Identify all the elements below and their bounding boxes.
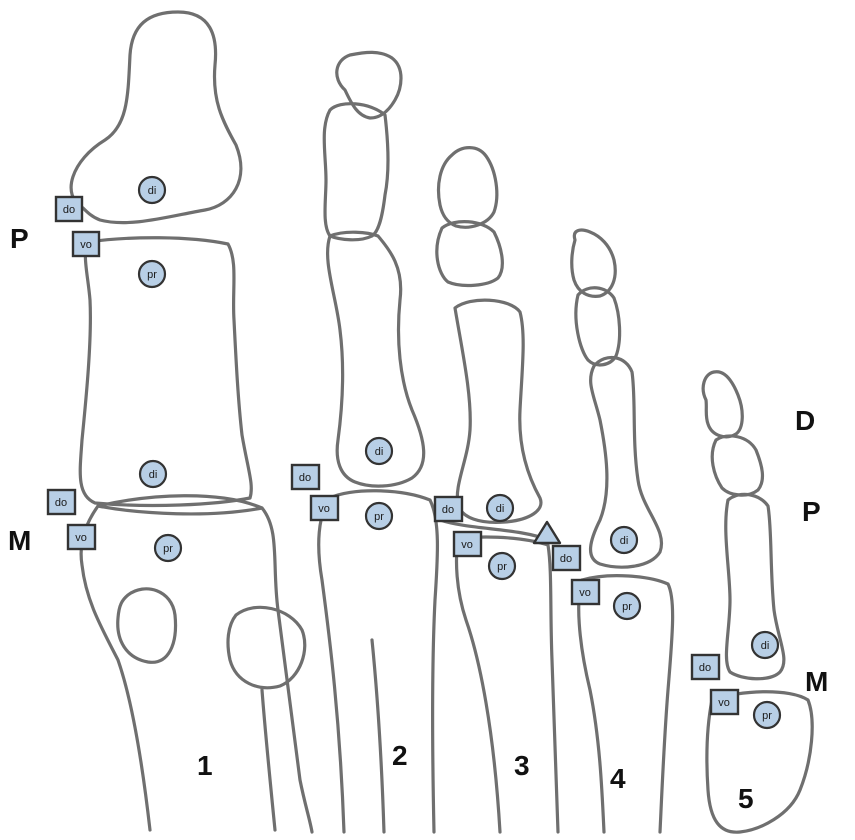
marker-label: pr bbox=[147, 269, 157, 281]
marker-do-toe2: do bbox=[292, 465, 319, 489]
marker-do-toe1-p: do bbox=[56, 197, 82, 221]
marker-label: pr bbox=[622, 601, 632, 613]
marker-do-toe4: do bbox=[553, 546, 580, 570]
marker-pr-toe4: pr bbox=[614, 593, 640, 619]
toe-1-sesamoid-medial bbox=[118, 589, 176, 662]
label-d-right: D bbox=[795, 405, 815, 436]
marker-pr-toe3: pr bbox=[489, 553, 515, 579]
toe-3-distal-phalanx bbox=[439, 148, 497, 228]
marker-di-toe2: di bbox=[366, 438, 392, 464]
marker-di-toe4: di bbox=[611, 527, 637, 553]
marker-vo-toe5: vo bbox=[711, 690, 738, 714]
toe-5-bones bbox=[703, 372, 812, 832]
toe-number-1: 1 bbox=[197, 750, 213, 781]
toe-1-metatarsal bbox=[98, 496, 312, 832]
toe-2-distal-phalanx bbox=[337, 52, 401, 118]
marker-label: di bbox=[148, 185, 157, 197]
marker-label: do bbox=[55, 497, 67, 509]
toe-2-metatarsal-left bbox=[319, 498, 344, 832]
marker-label: do bbox=[299, 472, 311, 484]
toe-3-metatarsal-left bbox=[457, 540, 500, 832]
toe-1-shaft-inner bbox=[262, 690, 275, 830]
marker-di-toe1-distal: di bbox=[139, 177, 165, 203]
toe-3-proximal-phalanx bbox=[455, 300, 541, 522]
marker-pr-toe1-metatarsal: pr bbox=[155, 535, 181, 561]
toe-1-joint-line bbox=[98, 506, 262, 514]
toe-1-bones bbox=[71, 12, 312, 832]
marker-label: di bbox=[761, 640, 770, 652]
marker-vo-toe1-p: vo bbox=[73, 232, 99, 256]
toe-3-middle-phalanx bbox=[437, 222, 502, 286]
toe-2-metatarsal-inner bbox=[372, 640, 384, 832]
toe-3-metatarsal bbox=[458, 537, 558, 832]
marker-di-toe1-proximal: di bbox=[140, 461, 166, 487]
marker-vo-toe2: vo bbox=[311, 496, 338, 520]
marker-label: di bbox=[496, 503, 505, 515]
marker-di-toe3: di bbox=[487, 495, 513, 521]
label-m-left: M bbox=[8, 525, 31, 556]
marker-label: do bbox=[560, 553, 572, 565]
toe-5-middle-phalanx bbox=[712, 436, 762, 495]
toe-5-markers: di do vo pr bbox=[692, 632, 780, 728]
marker-pr-toe5: pr bbox=[754, 702, 780, 728]
marker-label: do bbox=[699, 662, 711, 674]
toe-number-2: 2 bbox=[392, 740, 408, 771]
label-p-right: P bbox=[802, 496, 821, 527]
marker-label: di bbox=[149, 469, 158, 481]
marker-do-toe1-m: do bbox=[48, 490, 75, 514]
marker-pr-toe1-proximal: pr bbox=[139, 261, 165, 287]
toe-2-markers: di do vo pr bbox=[292, 438, 392, 529]
marker-label: di bbox=[620, 535, 629, 547]
marker-label: vo bbox=[75, 532, 87, 544]
marker-label: vo bbox=[318, 503, 330, 515]
marker-label: pr bbox=[762, 710, 772, 722]
toe-1-sesamoid-lateral bbox=[228, 607, 305, 687]
triangle-marker bbox=[534, 522, 560, 543]
toe-4-markers: di do vo pr bbox=[553, 527, 640, 619]
marker-label: vo bbox=[718, 697, 730, 709]
marker-pr-toe2: pr bbox=[366, 503, 392, 529]
toe-1-metatarsal-left bbox=[81, 506, 150, 830]
marker-vo-toe4: vo bbox=[572, 580, 599, 604]
marker-vo-toe1-m: vo bbox=[68, 525, 95, 549]
marker-vo-toe3: vo bbox=[454, 532, 481, 556]
toe-number-4: 4 bbox=[610, 763, 626, 794]
toe-3-bones bbox=[437, 148, 558, 832]
marker-label: pr bbox=[374, 511, 384, 523]
toe-2-middle-phalanx bbox=[324, 104, 388, 240]
marker-label: di bbox=[375, 446, 384, 458]
toe-4-middle-phalanx bbox=[576, 288, 620, 365]
toe-5-distal-phalanx bbox=[703, 372, 742, 437]
marker-do-toe5: do bbox=[692, 655, 719, 679]
toe-number-3: 3 bbox=[514, 750, 530, 781]
marker-label: vo bbox=[461, 539, 473, 551]
marker-label: pr bbox=[163, 543, 173, 555]
marker-label: do bbox=[63, 204, 75, 216]
marker-label: vo bbox=[579, 587, 591, 599]
marker-do-toe3: do bbox=[435, 497, 462, 521]
label-p-left: P bbox=[10, 223, 29, 254]
toe-2-metatarsal bbox=[330, 491, 437, 832]
label-m-right: M bbox=[805, 666, 828, 697]
marker-label: vo bbox=[80, 239, 92, 251]
toe-number-5: 5 bbox=[738, 783, 754, 814]
marker-label: pr bbox=[497, 561, 507, 573]
marker-label: do bbox=[442, 504, 454, 516]
toe-4-metatarsal-left bbox=[579, 580, 604, 832]
toe-1-proximal-phalanx bbox=[80, 238, 251, 506]
marker-di-toe5: di bbox=[752, 632, 778, 658]
